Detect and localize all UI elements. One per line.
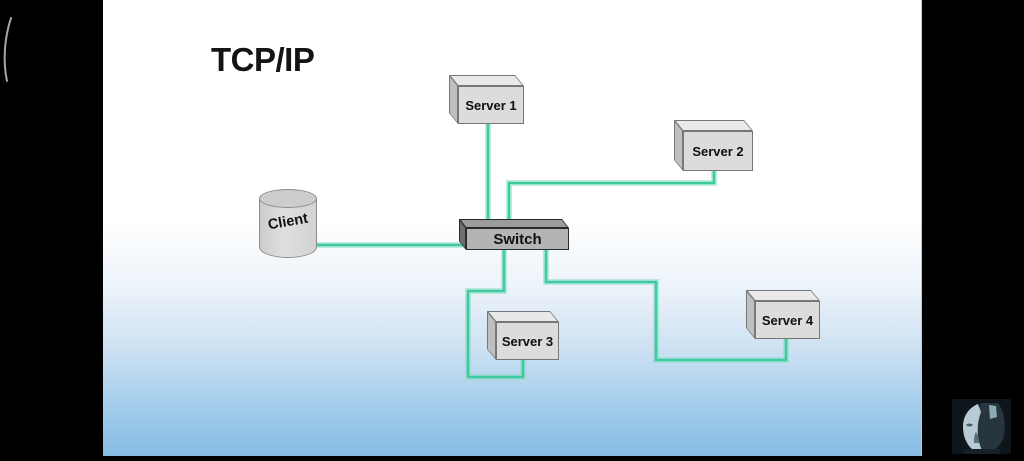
box-front-face: Server 1 [458,86,524,124]
server2-label: Server 2 [692,143,744,159]
server4-node: Server 4 [746,290,821,340]
server3-node: Server 3 [487,311,560,361]
robot-avatar-icon [952,399,1011,454]
server3-label: Server 3 [501,333,554,349]
server4-label: Server 4 [761,312,814,328]
connection-server2-switch-core [507,171,716,224]
letterbox-bottom-bar [0,456,1024,461]
switch-label: Switch [493,230,542,248]
box-front-face: Server 4 [755,301,820,339]
cylinder-top [259,189,317,208]
box-top-face [674,120,754,131]
box-top-face [746,290,821,301]
connection-switch-server4-core [544,249,788,362]
connection-switch-server3-core [466,249,525,379]
server1-label: Server 1 [465,97,517,113]
server2-node: Server 2 [674,120,754,172]
switch-node: Switch [459,219,570,251]
box-top-face [449,75,525,86]
box-front-face: Switch [466,228,569,250]
server1-node: Server 1 [449,75,525,125]
curved-line-icon [3,17,12,82]
client-node: Client [259,189,317,258]
letterbox-right-bar [921,0,1024,461]
cylinder-body [259,198,317,258]
box-front-face: Server 2 [683,131,753,171]
page-title: TCP/IP [211,41,315,78]
letterbox-left-bar [0,0,103,461]
box-top-face [459,219,570,228]
box-top-face [487,311,560,322]
box-front-face: Server 3 [496,322,559,360]
connection-server2-switch-halo [506,171,717,224]
